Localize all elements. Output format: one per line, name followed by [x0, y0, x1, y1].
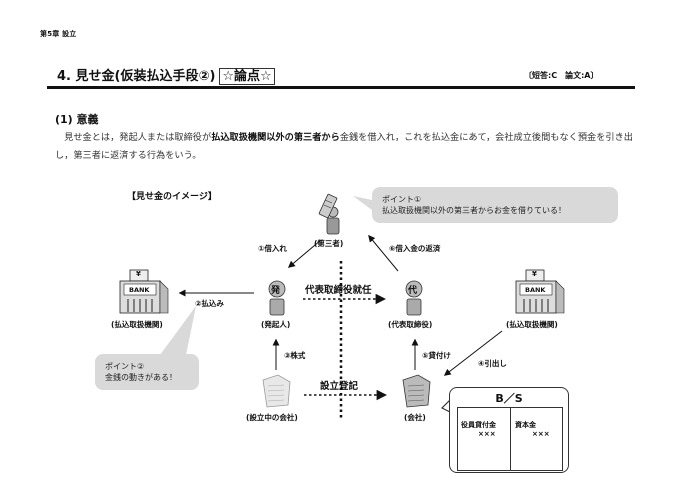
balance-sheet-divider: [510, 408, 511, 470]
section-title-text: 4. 見せ金(仮装払込手段②): [57, 69, 216, 84]
bank-right-sign: BANK: [525, 286, 546, 294]
callout1-tail: [353, 196, 372, 210]
bank-right-yen: ¥: [532, 270, 537, 278]
bank-left-yen: ¥: [136, 270, 141, 278]
balance-sheet-title: B／S: [495, 392, 523, 405]
representative-label: (代表取締役): [388, 320, 433, 329]
balance-sheet-bubble: B／S 役員貸付金 ××× 資本金 ×××: [449, 387, 569, 473]
bank-left-sign: BANK: [129, 286, 150, 294]
bank-left-icon: [119, 269, 169, 314]
arrow-step4: [443, 330, 503, 376]
title-underline: [47, 86, 635, 89]
promoter-label: (発起人): [261, 320, 291, 329]
flow-step6-label: ⑥借入金の返済: [389, 244, 441, 253]
meaning-text-part3: 金銭を借入れ，これを払込金にあて，会社成立後間もなく預金を引き出し，第三者に返済…: [55, 132, 633, 161]
flow-step2-label: ②払込み: [195, 299, 224, 308]
bs-left-value: ×××: [478, 430, 496, 438]
flow-step4-label: ④引出し: [478, 359, 507, 368]
third-party-person-icon: [318, 193, 340, 235]
chapter-label: 第5章 設立: [40, 30, 77, 38]
bs-left-item: 役員貸付金: [461, 421, 496, 429]
company-building-icon: [402, 374, 431, 408]
point1-text: 払込取扱機関以外の第三者からお金を借りている！: [382, 206, 566, 215]
flow-step3-label: ③株式: [284, 351, 306, 360]
company-forming-building-icon: [262, 374, 291, 408]
bs-right-item: 資本金: [515, 421, 536, 429]
diagram-title: 【見せ金のイメージ】: [127, 192, 217, 202]
point2-callout: ポイント② 金銭の動きがある！: [95, 354, 199, 390]
point2-title: ポイント②: [105, 362, 145, 371]
appointment-label: 代表取締役就任: [305, 285, 372, 296]
bank-right-icon: [515, 269, 565, 314]
arrow-step6: [368, 234, 399, 272]
representative-badge: 代: [408, 286, 418, 296]
bank-right-label: (払込取扱機関): [506, 320, 558, 329]
callout2-tail: [160, 306, 196, 355]
promoter-badge: 発: [271, 286, 281, 296]
arrow-step1: [287, 239, 322, 268]
third-party-label: (第三者): [314, 239, 344, 248]
bs-bubble-tail: [440, 399, 451, 413]
company-label: (会社): [404, 413, 426, 422]
meaning-heading: (1) 意義: [55, 113, 99, 126]
ronten-badge: ☆論点☆: [219, 68, 275, 85]
company-forming-label: (設立中の会社): [246, 413, 298, 422]
section-title: 4. 見せ金(仮装払込手段②)☆論点☆: [57, 65, 275, 85]
meaning-text-part1: 見せ金とは，発起人または取締役が: [55, 132, 212, 143]
exam-rating: 〔短答:C 論文:A〕: [524, 71, 599, 80]
flow-step5-label: ⑤貸付け: [422, 351, 451, 360]
point1-title: ポイント①: [382, 195, 422, 204]
bs-right-value: ×××: [532, 430, 550, 438]
bank-left-label: (払込取扱機関): [111, 320, 163, 329]
promoter-person-icon: [268, 280, 286, 316]
flow-step1-label: ①借入れ: [258, 244, 287, 253]
point1-callout: ポイント① 払込取扱機関以外の第三者からお金を借りている！: [372, 187, 618, 223]
representative-person-icon: [405, 280, 423, 316]
point2-text: 金銭の動きがある！: [105, 373, 177, 382]
balance-sheet-table: 役員貸付金 ××× 資本金 ×××: [457, 407, 563, 471]
registration-label: 設立登記: [320, 381, 359, 392]
meaning-text-emphasis: 払込取扱機関以外の第三者から: [211, 132, 340, 143]
meaning-text: 見せ金とは，発起人または取締役が払込取扱機関以外の第三者から金銭を借入れ，これを…: [55, 129, 635, 165]
